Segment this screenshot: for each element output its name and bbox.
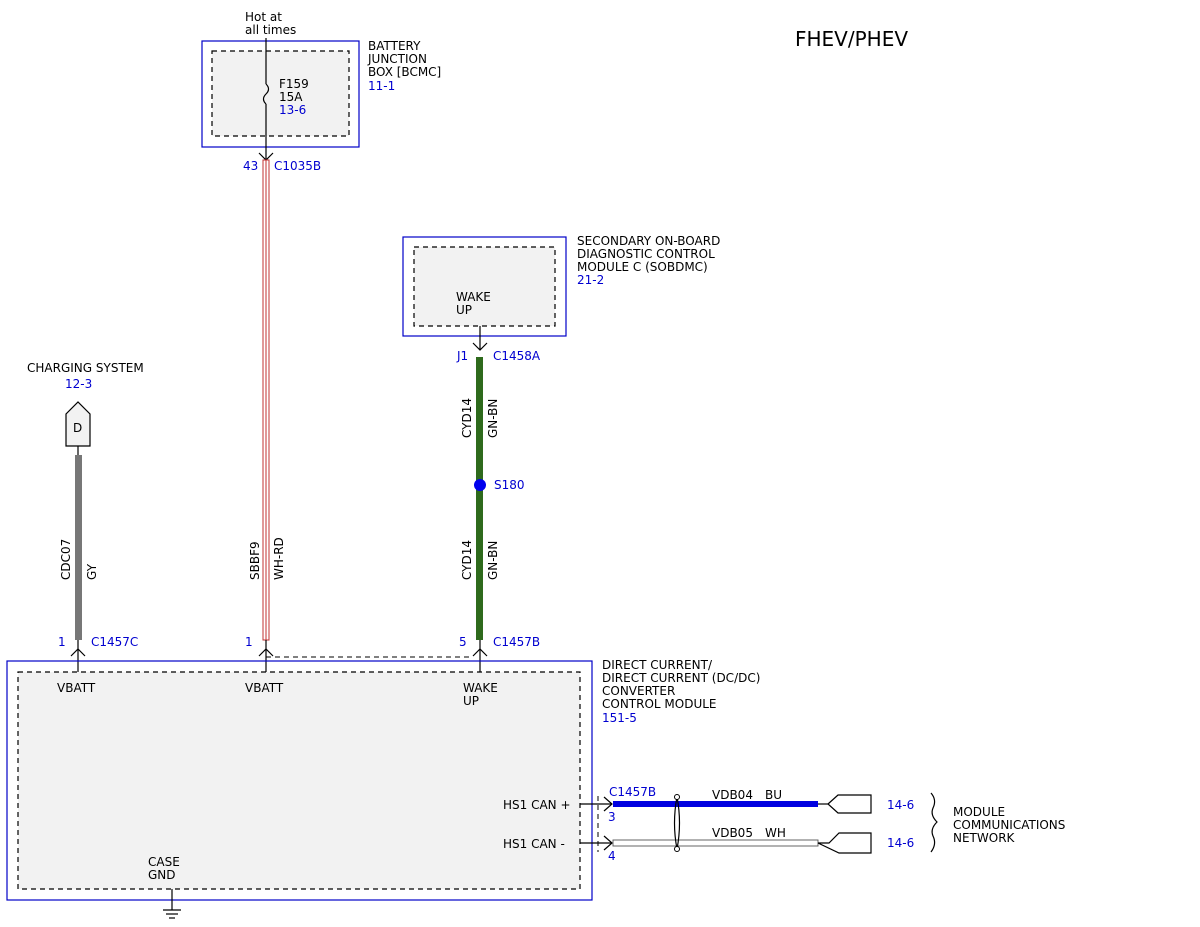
dcdc-pin-wake-line1: WAKE (463, 681, 498, 695)
network-ref-minus-link[interactable]: 14-6 (887, 836, 914, 850)
sobdmc-module: WAKE UP SECONDARY ON-BOARD DIAGNOSTIC CO… (402, 234, 720, 363)
bjb-name-line3: BOX [BCMC] (368, 65, 441, 79)
wire-vdb05-body (612, 839, 819, 847)
c1457b-can-pin-plus: 3 (608, 810, 616, 824)
dcdc-name-line1: DIRECT CURRENT/ (602, 658, 713, 672)
sobdmc-pin-label-line1: WAKE (456, 290, 491, 304)
twisted-pair-top-dot (674, 794, 680, 800)
bjb-inner (211, 50, 350, 137)
battery-junction-box: Hot at all times F159 15A 13-6 BATTERY J… (201, 10, 441, 173)
c1457b-can-id[interactable]: C1457B (609, 785, 656, 799)
wire-cyd14-body (476, 357, 483, 640)
sobdmc-connector-arrow-icon (472, 342, 488, 351)
bjb-connector-id[interactable]: C1035B (274, 159, 321, 173)
dcdc-pin-vbatt2: VBATT (245, 681, 284, 695)
splice-dot-icon (474, 479, 486, 491)
fuse-id: F159 (279, 77, 309, 91)
wire-cyd14: CYD14 GN-BN S180 CYD14 GN-BN (460, 357, 525, 640)
wire-cyd14-lower-color: GN-BN (486, 541, 500, 580)
charging-system-ref-link[interactable]: 12-3 (65, 377, 92, 391)
dcdc-pin-case-line1: CASE (148, 855, 180, 869)
dcdc-pin-can-minus: HS1 CAN - (503, 837, 565, 851)
dcdc-pin-vbatt1: VBATT (57, 681, 96, 695)
wire-sbbf9: SBBF9 WH-RD (248, 159, 286, 641)
dcdc-converter-module: VBATT VBATT WAKE UP HS1 CAN + HS1 CAN - … (6, 658, 760, 901)
network-brace-icon (930, 792, 938, 853)
sobdmc-pin-label-line2: UP (456, 303, 472, 317)
sobdmc-connector-pin: J1 (456, 349, 468, 363)
dcdc-ref-link[interactable]: 151-5 (602, 711, 637, 725)
dcdc-pin-case-line2: GND (148, 868, 176, 882)
bjb-ref-link[interactable]: 11-1 (368, 79, 395, 93)
wire-cyd14-lower-circuit: CYD14 (460, 540, 474, 580)
sobdmc-name-line3: MODULE C (SOBDMC) (577, 260, 708, 274)
wire-vdb04-color: BU (765, 788, 782, 802)
power-label-line2: all times (245, 23, 296, 37)
fuse-rating: 15A (279, 90, 303, 104)
wire-sbbf9-color: WH-RD (272, 537, 286, 580)
c1457c-id[interactable]: C1457C (91, 635, 138, 649)
dcdc-pin-can-plus: HS1 CAN + (503, 798, 571, 812)
wire-cdc07-circuit: CDC07 (59, 539, 73, 580)
wire-cyd14-upper-circuit: CYD14 (460, 398, 474, 438)
bjb-connector-pin: 43 (243, 159, 258, 173)
twisted-pair-icon (673, 796, 681, 850)
sobdmc-connector-id[interactable]: C1458A (493, 349, 541, 363)
wire-cdc07-body (75, 455, 82, 640)
dcdc-inner (17, 671, 581, 890)
c1457b-wake-pin: 5 (459, 635, 467, 649)
bjb-name-line2: JUNCTION (367, 52, 427, 66)
wire-vdb04-body (613, 801, 818, 807)
sobdmc-name-line1: SECONDARY ON-BOARD (577, 234, 720, 248)
dcdc-name-line4: CONTROL MODULE (602, 697, 717, 711)
can-plus-terminal-icon (827, 794, 872, 814)
can-minus-terminal-icon (817, 832, 872, 854)
network-name-line3: NETWORK (953, 831, 1016, 845)
charging-terminal-icon (65, 401, 91, 447)
wire-cdc07: CDC07 GY (59, 455, 99, 640)
vbatt-connector-pin: 1 (245, 635, 253, 649)
twisted-pair-bottom-dot (674, 846, 680, 852)
can-minus-arrow-icon (603, 835, 613, 851)
wire-sbbf9-circuit: SBBF9 (248, 541, 262, 580)
wire-vdb04-circuit: VDB04 (712, 788, 753, 802)
network-name-line1: MODULE (953, 805, 1005, 819)
sobdmc-name-line2: DIAGNOSTIC CONTROL (577, 247, 715, 261)
wire-cyd14-upper-color: GN-BN (486, 399, 500, 438)
power-label-line1: Hot at (245, 10, 282, 24)
ground-icon (163, 889, 181, 919)
wire-cdc07-color: GY (85, 563, 99, 580)
network-name-line2: COMMUNICATIONS (953, 818, 1065, 832)
bjb-outline (201, 40, 360, 148)
network-ref-plus-link[interactable]: 14-6 (887, 798, 914, 812)
fuse-symbol-icon (262, 83, 270, 105)
dcdc-pin-wake-line2: UP (463, 694, 479, 708)
charging-system: CHARGING SYSTEM 12-3 D (27, 361, 144, 455)
can-plus-arrow-icon (603, 796, 613, 812)
c1457b-can-pin-minus: 4 (608, 849, 616, 863)
sobdmc-ref-link[interactable]: 21-2 (577, 273, 604, 287)
page-title: FHEV/PHEV (795, 27, 908, 51)
dcdc-name-line3: CONVERTER (602, 684, 675, 698)
charging-system-name: CHARGING SYSTEM (27, 361, 144, 375)
charging-terminal-label: D (73, 421, 82, 435)
wire-vdb04: VDB04 BU (613, 788, 872, 814)
fuse-ref-link[interactable]: 13-6 (279, 103, 306, 117)
dcdc-outline (6, 660, 593, 901)
c1457b-wake-id[interactable]: C1457B (493, 635, 540, 649)
bjb-name-line1: BATTERY (368, 39, 421, 53)
wire-vdb05-circuit: VDB05 (712, 826, 753, 840)
splice-id[interactable]: S180 (494, 478, 525, 492)
wire-vdb05: VDB05 WH (612, 826, 872, 854)
wire-vdb05-color: WH (765, 826, 786, 840)
sobdmc-inner (413, 246, 556, 327)
c1457c-pin: 1 (58, 635, 66, 649)
sobdmc-outline (402, 236, 567, 337)
dcdc-name-line2: DIRECT CURRENT (DC/DC) (602, 671, 760, 685)
